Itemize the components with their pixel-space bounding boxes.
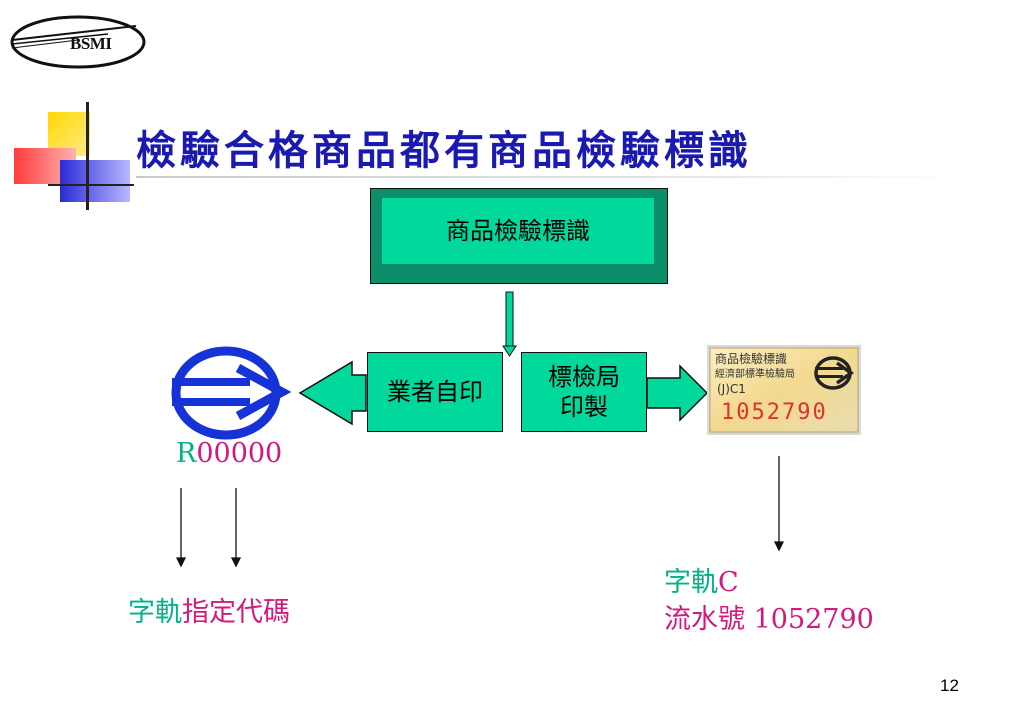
left-caption-green: 字軌: [128, 597, 182, 628]
logo-text: BSMI: [70, 34, 112, 53]
bsmi-print-label-1: 標檢局: [548, 363, 620, 391]
title-decoration: [14, 102, 134, 210]
bsmi-mark-icon: [171, 346, 292, 440]
left-caption-pink: 指定代碼: [182, 597, 290, 628]
title-underline: [136, 176, 956, 178]
slide-title: 檢驗合格商品都有商品檢驗標識: [136, 127, 752, 174]
bsmi-print-label-2: 印製: [560, 393, 608, 421]
right-caption-line1: 字軌C: [664, 560, 739, 599]
bsmi-print-box: 標檢局 印製: [521, 352, 647, 432]
bsmi-logo: [10, 15, 146, 69]
page-number: 12: [940, 676, 959, 695]
inspection-sticker: 商品檢驗標識 經濟部標準檢驗局 (J)C1 1052790: [707, 345, 861, 435]
right-caption2-pink: 1052790: [745, 604, 874, 635]
sticker-mark-icon: [814, 356, 855, 390]
right-caption1-pink: C: [718, 567, 739, 598]
right-thin-arrow: [773, 456, 785, 552]
left-thin-arrows: [175, 488, 242, 568]
left-block-arrow: [298, 360, 367, 426]
down-arrow-center: [502, 291, 517, 357]
sticker-serial: 1052790: [721, 400, 828, 425]
sticker-line3: (J)C1: [717, 382, 746, 396]
right-caption2-green: 流水號: [664, 604, 745, 635]
designated-code-label: R00000: [176, 438, 282, 469]
right-caption-line2: 流水號 1052790: [664, 597, 874, 636]
self-print-label: 業者自印: [387, 378, 483, 406]
top-box: 商品檢驗標識: [382, 198, 654, 264]
sticker-line1: 商品檢驗標識: [715, 351, 787, 366]
right-block-arrow: [646, 364, 709, 422]
sticker-line2: 經濟部標準檢驗局: [715, 367, 795, 380]
left-caption: 字軌指定代碼: [128, 590, 290, 629]
code-prefix: R: [176, 438, 197, 469]
code-digits: 00000: [196, 438, 283, 469]
top-box-label: 商品檢驗標識: [446, 217, 590, 245]
self-print-box: 業者自印: [367, 352, 503, 432]
right-caption1-green: 字軌: [664, 567, 718, 598]
